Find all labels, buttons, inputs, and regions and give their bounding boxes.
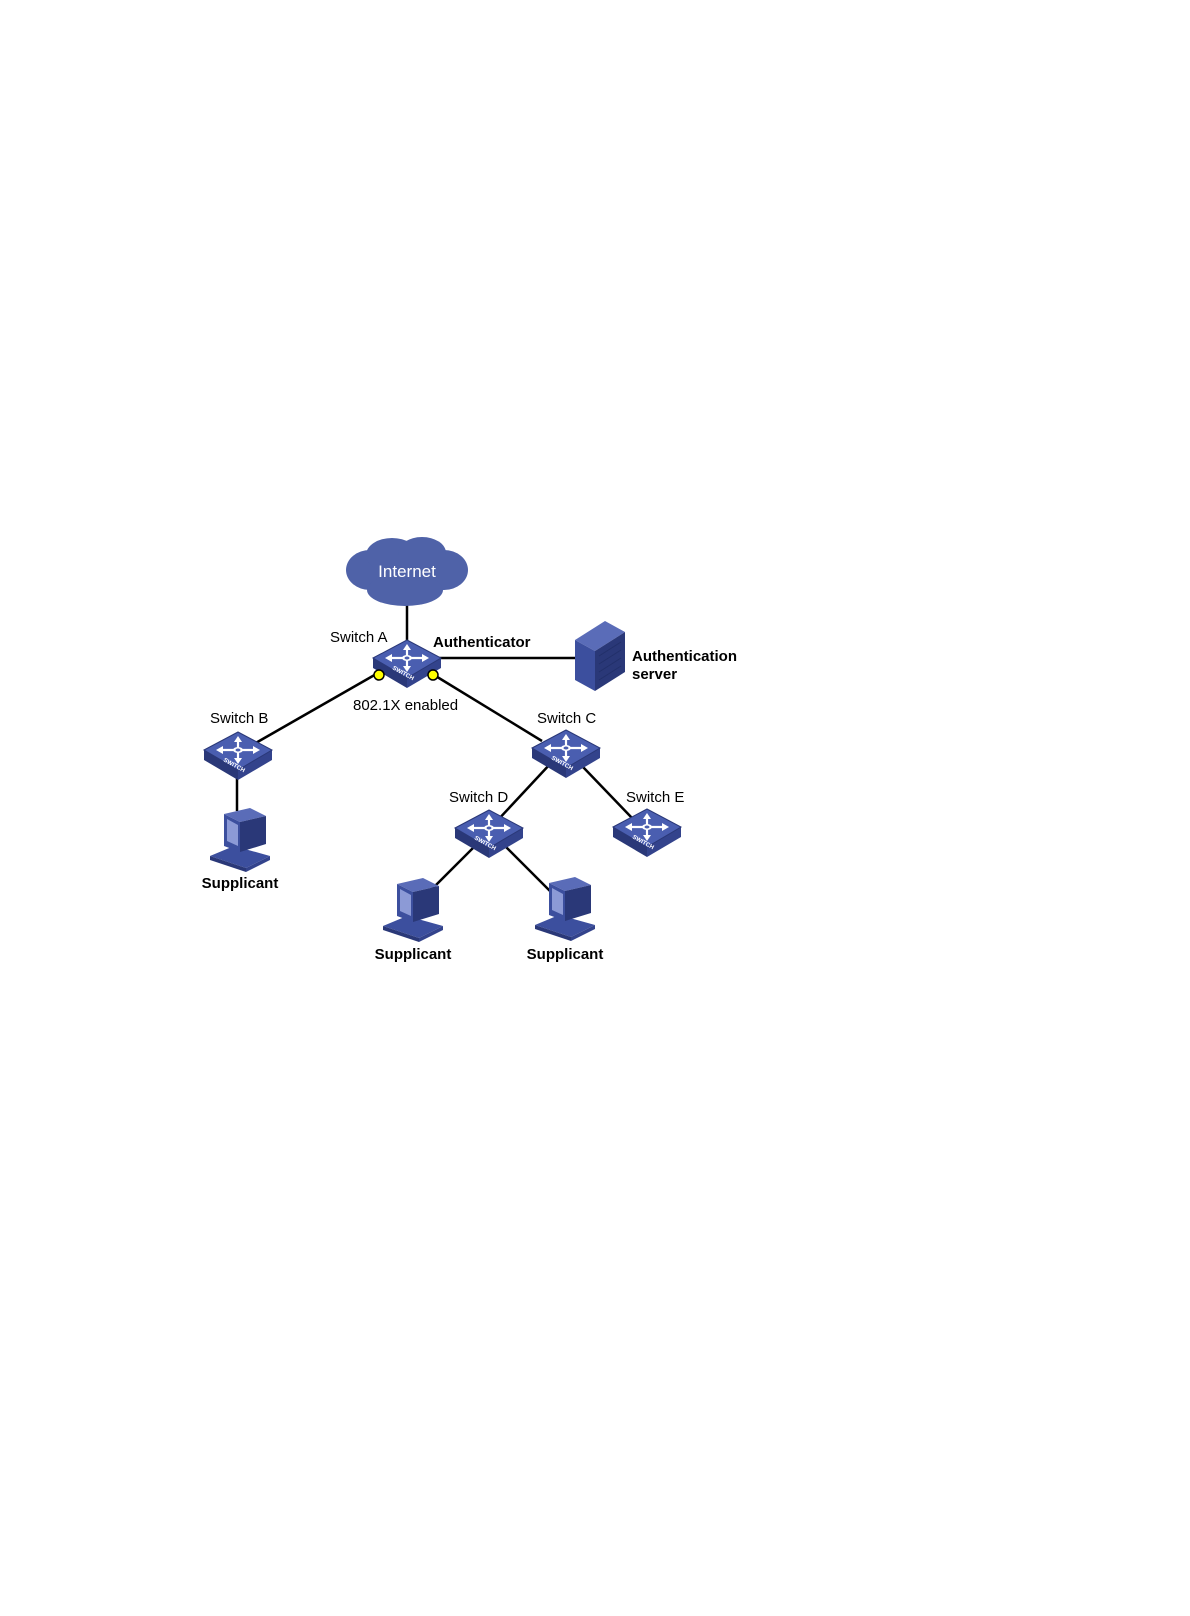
switch-d: SWITCH	[455, 810, 523, 858]
switch-d-label: Switch D	[449, 789, 508, 806]
switch-e: SWITCH	[613, 809, 681, 857]
switch-a-role-label: Authenticator	[433, 634, 531, 651]
supplicant-b-label: Supplicant	[202, 875, 279, 892]
port-marker-left	[374, 670, 384, 680]
switch-a: SWITCH	[373, 640, 441, 688]
internet-cloud: Internet	[346, 537, 468, 606]
server-icon	[575, 621, 625, 691]
switch-a-label: Switch A	[330, 629, 388, 646]
supplicant-b	[210, 808, 270, 872]
switch-icon	[455, 810, 523, 858]
switch-icon	[613, 809, 681, 857]
internet-label: Internet	[378, 562, 436, 581]
switch-icon	[373, 640, 441, 688]
server-label-line1: Authentication	[632, 648, 737, 665]
supplicant-d-left	[383, 878, 443, 942]
link-switch-c-switch-e	[583, 767, 632, 818]
server-label-line2: server	[632, 666, 677, 683]
computer-icon	[210, 808, 270, 872]
switch-e-label: Switch E	[626, 789, 684, 806]
switch-c-label: Switch C	[537, 710, 596, 727]
port-marker-right	[428, 670, 438, 680]
authentication-server: Authentication server	[575, 621, 737, 691]
link-switch-d-supplicant-right	[504, 845, 553, 894]
supplicant-d-right-label: Supplicant	[527, 946, 604, 963]
switch-b-label: Switch B	[210, 710, 268, 727]
supplicant-d-left-label: Supplicant	[375, 946, 452, 963]
computer-icon	[383, 878, 443, 942]
dot1x-annotation: 802.1X enabled	[353, 697, 458, 714]
